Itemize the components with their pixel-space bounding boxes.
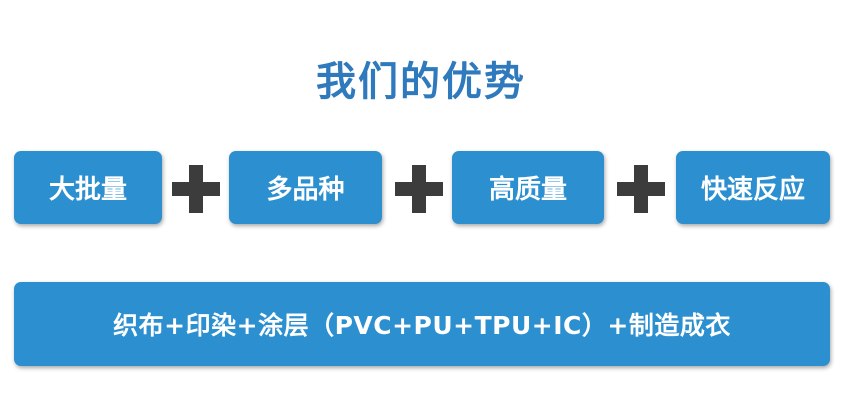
- feature-label: 高质量: [488, 175, 567, 205]
- feature-label: 多品种: [266, 175, 345, 205]
- plus-icon: [395, 165, 443, 213]
- feature-box-fast-response: 快速反应: [676, 151, 830, 224]
- feature-box-quality: 高质量: [452, 151, 604, 224]
- feature-label: 大批量: [48, 175, 127, 205]
- plus-icon: [617, 165, 665, 213]
- process-banner: 织布+印染+涂层（PVC+PU+TPU+IC）+制造成衣: [14, 282, 830, 366]
- feature-box-variety: 多品种: [229, 151, 382, 224]
- process-banner-text: 织布+印染+涂层（PVC+PU+TPU+IC）+制造成衣: [113, 311, 731, 340]
- page-title: 我们的优势: [316, 59, 526, 105]
- plus-icon: [172, 165, 220, 213]
- feature-label: 快速反应: [700, 175, 805, 205]
- feature-box-large-volume: 大批量: [14, 151, 162, 224]
